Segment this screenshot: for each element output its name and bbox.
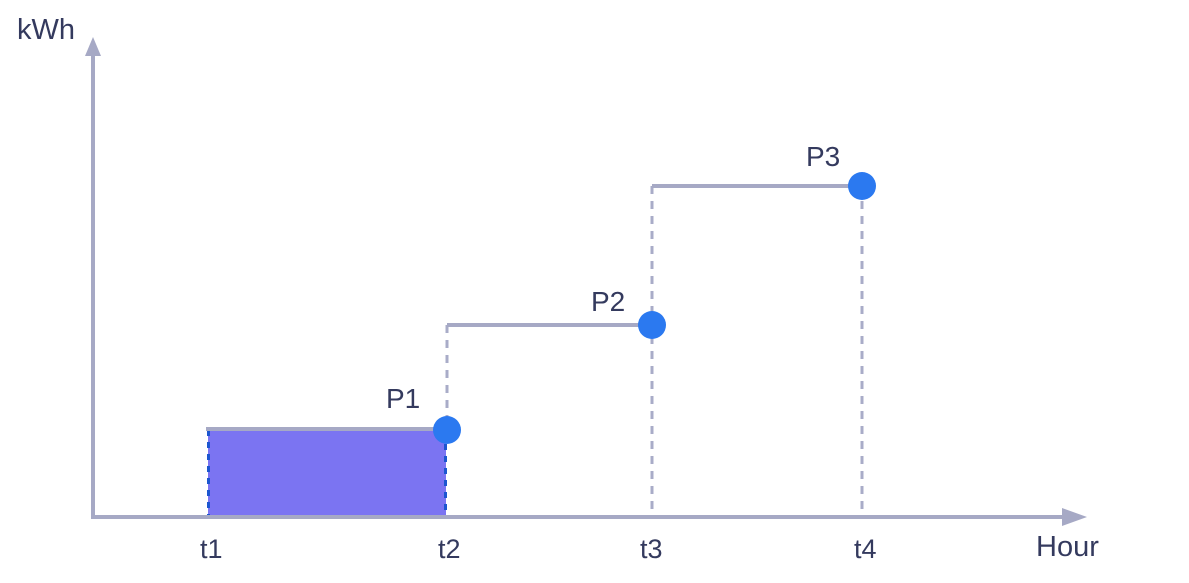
point-label-p2: P2 <box>591 286 625 317</box>
point-p3 <box>848 172 876 200</box>
y-axis-label: kWh <box>17 14 75 46</box>
tick-label-t4: t4 <box>854 534 877 564</box>
point-label-p3: P3 <box>806 141 840 172</box>
tick-label-t1: t1 <box>200 534 223 564</box>
point-label-p1: P1 <box>386 383 420 414</box>
tick-label-t3: t3 <box>640 534 663 564</box>
point-p1 <box>433 416 461 444</box>
x-axis-label: Hour <box>1036 531 1099 563</box>
shaded-area-t1-t2 <box>208 430 446 516</box>
point-p2 <box>638 311 666 339</box>
y-axis-arrowhead-icon <box>85 37 101 56</box>
x-axis-arrowhead-icon <box>1062 508 1087 526</box>
tick-label-t2: t2 <box>438 534 461 564</box>
